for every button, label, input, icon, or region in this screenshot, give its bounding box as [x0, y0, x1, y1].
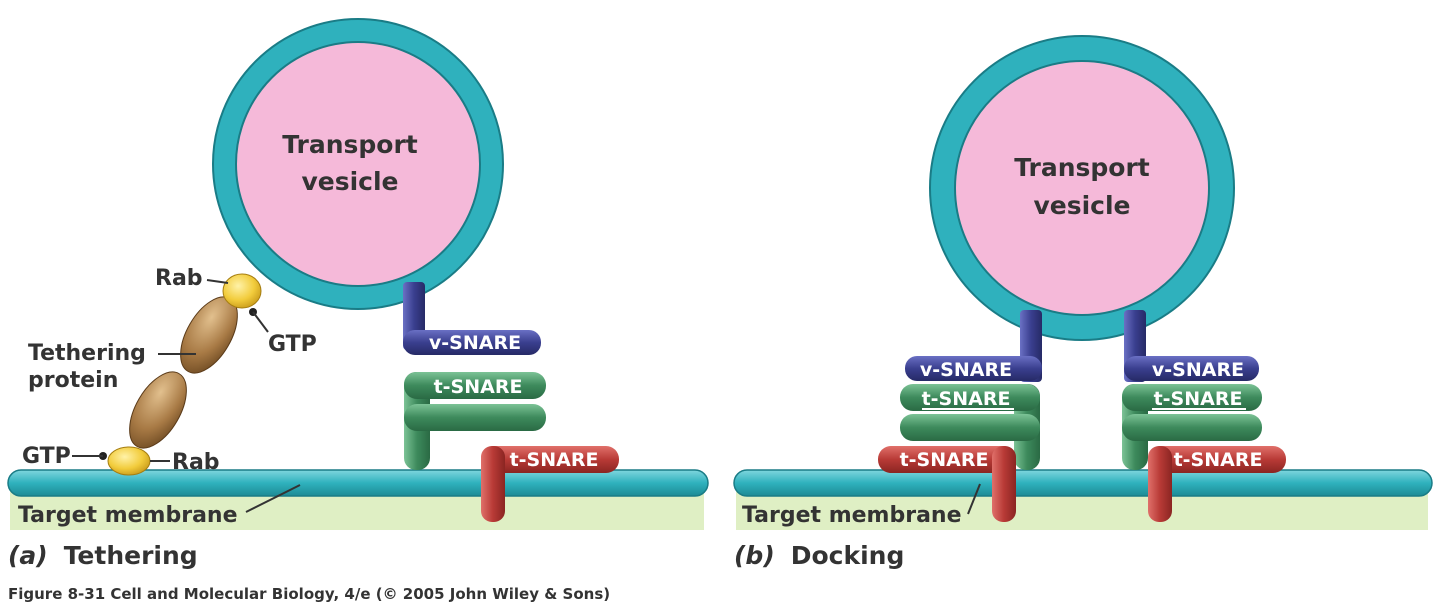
t-snare-green-label-a: t-SNARE — [434, 376, 523, 398]
tethering-label-line1: Tethering — [28, 341, 146, 366]
panel-a-tethering: Transport vesicle v-SNARE t-SNARE t-SNAR… — [7, 18, 709, 570]
figure-credit: Figure 8-31 Cell and Molecular Biology, … — [8, 585, 610, 603]
t-snare-green-label-right: t-SNARE — [1154, 388, 1243, 410]
gtp-top-label: GTP — [268, 332, 317, 357]
vesicle-label-line2-b: vesicle — [1033, 191, 1130, 220]
target-membrane-b — [733, 469, 1433, 497]
gtp-top-leader — [252, 311, 269, 333]
membrane-leader-b — [967, 483, 981, 515]
t-snare-green-label-left: t-SNARE — [922, 388, 1011, 410]
membrane-leader-a — [245, 484, 301, 513]
t-snare-red-label-a: t-SNARE — [510, 449, 599, 471]
gtp-bottom-label: GTP — [22, 444, 71, 469]
tethering-protein — [129, 296, 238, 449]
vesicle-label-line2-a: vesicle — [301, 167, 398, 196]
vesicle-label-line1-b: Transport — [1014, 153, 1150, 182]
caption-title-a: Tethering — [64, 541, 198, 570]
t-snare-green-a — [404, 372, 546, 470]
v-snare-label-right: v-SNARE — [1152, 359, 1244, 381]
v-snare-label-left: v-SNARE — [920, 359, 1012, 381]
rab-top — [222, 273, 262, 309]
panel-b-docking: Transport vesicle v-SNARE t-SNARE t-SNAR… — [733, 35, 1433, 570]
caption-letter-a: (a) — [8, 541, 48, 570]
snare-complex-left — [878, 310, 1042, 522]
caption-b: (b) Docking — [734, 541, 904, 570]
transport-vesicle-b — [929, 35, 1235, 341]
rab-bottom-label: Rab — [172, 450, 220, 475]
v-snare-a — [403, 282, 541, 355]
t-snare-red-label-left: t-SNARE — [900, 449, 989, 471]
caption-title-b: Docking — [791, 541, 905, 570]
v-snare-label-a: v-SNARE — [429, 332, 521, 354]
rab-top-leader — [206, 279, 229, 284]
t-snare-red-label-right: t-SNARE — [1174, 449, 1263, 471]
caption-a: (a) Tethering — [8, 541, 198, 570]
tethering-label-line2: protein — [28, 368, 118, 393]
t-snare-red-a — [481, 446, 619, 522]
rab-bottom — [107, 446, 151, 476]
target-membrane-a — [7, 469, 709, 497]
membrane-label-b: Target membrane — [742, 503, 962, 528]
membrane-label-a: Target membrane — [18, 503, 238, 528]
vesicle-label-line1-a: Transport — [282, 130, 418, 159]
caption-letter-b: (b) — [734, 541, 775, 570]
snare-complex-right — [1122, 310, 1286, 522]
transport-vesicle-a — [212, 18, 504, 310]
rab-top-label: Rab — [155, 266, 203, 291]
